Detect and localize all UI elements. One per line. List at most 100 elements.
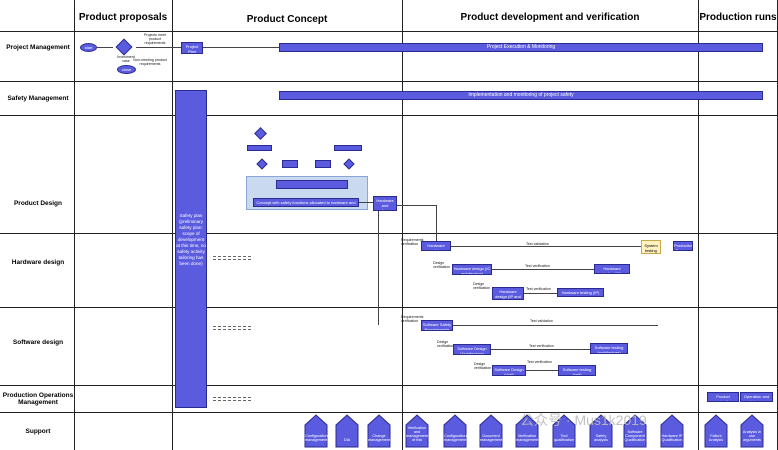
concept-allocation-box: Concept with safety functions allocated … <box>253 198 359 207</box>
hw-test-verification-label-2: Test verification <box>526 287 551 291</box>
concept-step-box <box>247 145 272 151</box>
hw-design-ip-box: Hardware design (IP and IC integration) <box>492 287 524 300</box>
concept-diamond <box>254 127 267 140</box>
row-label-software-design: Software design <box>12 339 64 346</box>
operation-maintenance-box: Operation and maintenance <box>740 392 773 402</box>
interface-arrow <box>213 256 251 260</box>
start-node: start <box>80 43 97 52</box>
support-item: Safety analysis <box>589 414 613 448</box>
connector <box>136 47 181 48</box>
hw-design-review-label: Design verification <box>473 282 491 291</box>
connector <box>359 202 373 203</box>
connector <box>492 269 594 270</box>
connector <box>524 293 557 294</box>
column-header-production: Production runs <box>699 12 777 23</box>
sw-unit-verification-label: Design verification <box>474 362 492 371</box>
support-item-label: Failure Analysis <box>708 434 724 442</box>
sw-test-verification-label-2: Test verification <box>527 360 552 364</box>
support-item: Configuration management <box>304 414 328 448</box>
hw-safety-requirements-box: Hardware safety requirements <box>421 241 451 251</box>
interface-arrow <box>213 326 251 330</box>
lane-divider <box>0 233 778 234</box>
sw-safety-requirements-box: Software Safety Requirements <box>421 320 453 331</box>
support-item-label: Document management <box>480 434 503 442</box>
note-non-meeting: Non-meeting product requirements <box>133 58 167 67</box>
column-divider <box>74 0 75 450</box>
connector <box>526 370 558 371</box>
decision-diamond <box>115 38 133 56</box>
support-item-label: Safety analysis <box>594 434 608 442</box>
support-item: Failure Analysis <box>704 414 728 448</box>
row-label-safety-management: Safety Management <box>7 95 69 102</box>
hw-testing-ip-box: Hardware testing (IP) <box>557 288 604 297</box>
hw-testing-ic-box: Hardware testing(IC) <box>594 264 630 274</box>
lane-divider <box>0 385 778 386</box>
row-label-product-design: Product Design <box>13 200 63 207</box>
support-item: Verification and management of risk <box>405 414 429 448</box>
hw-requirements-verification-label: Requirements verification <box>401 238 424 247</box>
support-item: Software Component Qualification <box>623 414 647 448</box>
column-header-development: Product development and verification <box>460 12 640 23</box>
hw-design-verification-label: Design verification <box>433 261 451 270</box>
product-production-box: Product production <box>707 392 739 402</box>
column-header-proposals: Product proposals <box>78 12 168 23</box>
column-header-concept: Product Concept <box>246 14 328 25</box>
column-divider <box>698 0 699 450</box>
connector <box>97 47 113 48</box>
support-item: DIA <box>335 414 359 448</box>
note-meet-requirements: Projects meet product requirements <box>144 33 166 46</box>
support-item-label: DIA <box>343 438 351 442</box>
support-item-label: Configuration management <box>305 434 328 442</box>
connector <box>491 349 590 350</box>
concept-step-box <box>282 160 298 168</box>
sw-testing-unit-box: Software testing (unit) <box>558 365 596 376</box>
support-item: Configuration management <box>443 414 467 448</box>
support-item: Tool qualification <box>552 414 576 448</box>
support-item-label: Software Component Qualification <box>624 430 646 442</box>
project-execution-bar: Project Execution & Monitoring <box>279 43 763 52</box>
support-item-label: Configuration management <box>444 434 467 442</box>
column-divider <box>402 0 403 450</box>
hw-sw-requirements-box: Hardware and software requirements <box>373 196 397 211</box>
safety-implementation-bar: Implementation and monitoring of project… <box>279 91 763 100</box>
safety-plan-column: Safety plan (preliminary safety plan: sc… <box>175 90 207 408</box>
connector <box>453 325 658 326</box>
connector <box>451 246 653 247</box>
support-item-label: Tool qualification <box>553 434 575 442</box>
row-label-support: Support <box>25 428 51 435</box>
lane-divider <box>0 31 778 32</box>
support-item: Document management <box>479 414 503 448</box>
hw-test-validation-label: Test validation <box>526 242 549 246</box>
project-plan-box: Project Plan <box>181 42 203 54</box>
lane-divider <box>0 412 778 413</box>
sw-design-verification-label: Design verification <box>437 340 455 349</box>
sw-test-validation-label: Test validation <box>530 319 553 323</box>
column-divider <box>172 0 173 450</box>
concept-diamond <box>256 158 268 170</box>
lane-divider <box>0 307 778 308</box>
support-item-label: Change management <box>368 434 391 442</box>
hw-design-ic-architecture-box: Hardware design (IC architecture) <box>452 264 492 275</box>
support-item-label: Verification and management of risk <box>406 426 429 442</box>
lane-divider <box>0 115 778 116</box>
support-item: Verification management <box>515 414 539 448</box>
decision-label: Investment case <box>117 55 135 64</box>
connector <box>397 205 437 206</box>
concept-diamond <box>343 158 355 170</box>
connector <box>203 47 279 48</box>
sw-design-unit-box: Software Design (Unit) <box>492 365 526 376</box>
interface-arrow <box>213 397 251 401</box>
support-item: Analysis in use arguments <box>740 414 764 448</box>
watermark-text: 公众号 · Mus1k2019 <box>520 412 647 428</box>
connector <box>436 205 437 247</box>
close-node: close <box>117 65 136 74</box>
production-release-box: Production Release <box>673 241 693 251</box>
hw-test-verification-label: Test verification <box>525 264 550 268</box>
system-testing-box: System testing <box>641 240 661 254</box>
sw-requirements-verification-label: Requirements verification <box>401 315 424 324</box>
connector <box>378 211 379 325</box>
concept-step-box <box>315 160 331 168</box>
row-label-production-ops: Production Operations Management <box>2 392 74 406</box>
concept-step-box <box>276 180 348 189</box>
sw-test-verification-label: Test verification <box>529 344 554 348</box>
